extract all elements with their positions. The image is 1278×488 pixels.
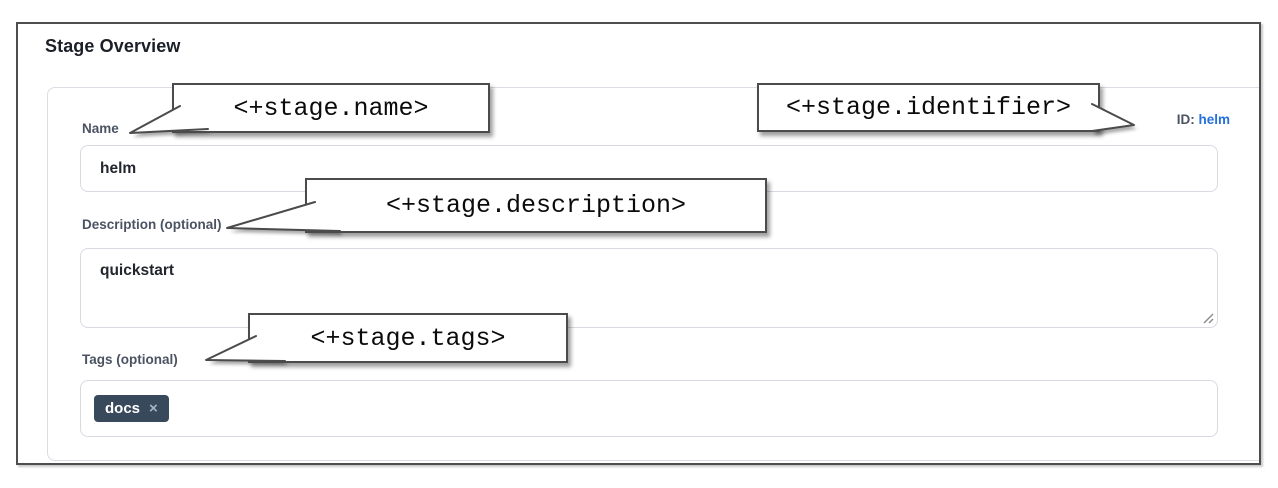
callout-stage-name: <+stage.name> [172,83,490,133]
tags-field-label: Tags (optional) [82,352,178,367]
id-label: ID: [1176,112,1195,127]
name-field-label: Name [82,121,119,136]
callout-stage-identifier: <+stage.identifier> [757,83,1100,132]
page-title: Stage Overview [45,36,181,56]
tag-chip[interactable]: docs × [94,395,169,422]
id-value-link[interactable]: helm [1198,112,1230,127]
tag-chip-label: docs [105,400,141,417]
textarea-resize-handle-icon[interactable] [1202,312,1214,324]
tag-remove-icon[interactable]: × [149,400,158,417]
callout-stage-tags: <+stage.tags> [248,313,568,363]
stage-id: ID: helm [1177,112,1230,127]
tags-input[interactable]: docs × [80,380,1218,437]
callout-stage-description: <+stage.description> [305,178,767,233]
description-field-label: Description (optional) [82,217,222,232]
